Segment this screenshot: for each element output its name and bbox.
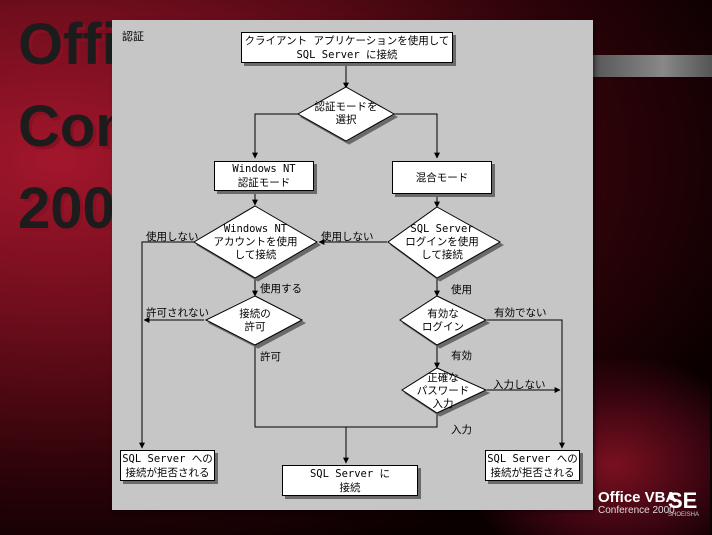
- edge-label-permitted: 許可: [260, 351, 281, 363]
- diagram-title: 認証: [122, 30, 144, 43]
- box-rejected-left: SQL Server への 接続が拒否される: [120, 450, 215, 481]
- edge-nt-notused: [139, 241, 194, 449]
- box-rejected-right-line2: 接続が拒否される: [490, 466, 575, 479]
- box-connected-line1: SQL Server に: [309, 467, 391, 480]
- box-windows-mode-line1: Windows NT: [232, 163, 296, 175]
- logo-line2: Conference 2000: [598, 505, 675, 516]
- box-windows-mode-line2: 認証モード: [237, 177, 291, 189]
- decision-sql-login-text: SQL Server ログインを使用 して接続: [392, 223, 492, 262]
- decision-nt-account-text: Windows NT アカウントを使用 して接続: [202, 223, 309, 262]
- background-stripe: [590, 55, 712, 77]
- edge-label-used-sql: 使用: [451, 284, 472, 296]
- decision-select-mode: [296, 86, 396, 142]
- decision-conn-perm: [204, 295, 304, 346]
- edge-input: [346, 413, 438, 428]
- decision-sql-login-line3: して接続: [421, 249, 463, 261]
- edge-select-windows: [252, 113, 298, 159]
- edge-label-no-input: 入力しない: [493, 379, 546, 391]
- publisher-name: SHOEISHA: [668, 512, 700, 518]
- logo-line1: Office VBA: [598, 489, 677, 506]
- box-rejected-left-line1: SQL Server への: [122, 452, 213, 465]
- decision-correct-pw-text: 正確な パスワード 入力: [403, 372, 483, 411]
- decision-nt-account: [193, 205, 318, 279]
- publisher-logo: SE: [668, 488, 698, 513]
- edge-label-not-permitted: 許可されない: [146, 307, 209, 319]
- decision-nt-account-line1: Windows NT: [223, 223, 288, 235]
- decision-select-mode-line2: 選択: [335, 114, 357, 126]
- conference-logo: Office VBA Conference 2000: [598, 490, 676, 516]
- box-rejected-right: SQL Server への 接続が拒否される: [485, 450, 580, 481]
- edge-invalid: [487, 319, 565, 449]
- diagram-panel: 認証: [112, 20, 593, 510]
- decision-nt-account-line3: して接続: [234, 249, 277, 261]
- box-start-line2: SQL Server に接続: [296, 48, 398, 61]
- box-mixed-mode-label: 混合モード: [415, 171, 469, 184]
- decision-nt-account-line2: アカウントを使用: [213, 236, 298, 248]
- decision-correct-pw-line1: 正確な: [427, 372, 459, 384]
- box-rejected-right-line1: SQL Server への: [487, 452, 578, 465]
- box-connected: SQL Server に 接続: [282, 465, 418, 496]
- decision-correct-pw-line3: 入力: [432, 398, 454, 410]
- decision-select-mode-line1: 認証モードを: [314, 101, 378, 113]
- decision-valid-login-line2: ログイン: [422, 321, 464, 333]
- edge-label-used-nt: 使用する: [260, 283, 302, 295]
- box-mixed-mode: 混合モード: [392, 161, 492, 194]
- decision-conn-perm-line2: 許可: [244, 321, 266, 333]
- decision-valid-login: [399, 295, 488, 346]
- box-connected-line2: 接続: [339, 481, 361, 494]
- decision-valid-login-line1: 有効な: [427, 308, 459, 320]
- box-start-line1: クライアント アプリケーションを使用して: [244, 34, 450, 47]
- box-start: クライアント アプリケーションを使用して SQL Server に接続: [241, 32, 453, 63]
- box-rejected-left-line2: 接続が拒否される: [125, 466, 210, 479]
- flow-connectors: [139, 63, 565, 464]
- box-windows-mode: Windows NT 認証モード: [214, 161, 314, 191]
- decision-valid-login-text: 有効な ログイン: [403, 308, 483, 334]
- edge-label-input: 入力: [451, 424, 472, 436]
- decision-sql-login-line2: ログインを使用: [405, 236, 479, 248]
- edge-permitted: [254, 345, 349, 464]
- edge-label-invalid: 有効でない: [494, 307, 547, 319]
- edge-label-not-used-mid: 使用しない: [321, 231, 374, 243]
- decision-conn-perm-line1: 接続の: [239, 308, 271, 320]
- decision-sql-login: [387, 206, 502, 279]
- edge-label-valid: 有効: [451, 350, 472, 362]
- decision-correct-pw: [401, 367, 488, 414]
- decision-select-mode-text: 認証モードを 選択: [306, 101, 386, 127]
- edge-select-mixed: [394, 113, 440, 159]
- decision-conn-perm-text: 接続の 許可: [215, 308, 295, 334]
- decision-sql-login-line1: SQL Server: [410, 223, 474, 235]
- decision-correct-pw-line2: パスワード: [416, 385, 470, 397]
- edge-label-not-used-left: 使用しない: [146, 231, 199, 243]
